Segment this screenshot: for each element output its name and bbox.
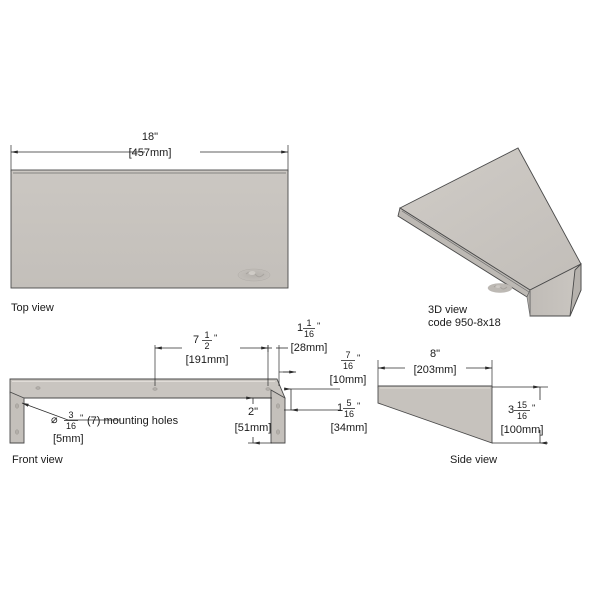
product-code-label: code 950-8x18 [428,317,501,329]
flange-thickness-metric: [10mm] [330,374,367,386]
hole-diameter-symbol: ⌀ [51,414,58,426]
dimension-side-depth: 8" [203mm] [377,348,493,388]
top-view-label: Top view [11,302,54,314]
hole-spacing-frac-den: 2 [204,341,209,351]
dimension-side-height: 3 15 16 " [100mm] [492,385,548,445]
side-height-unit: " [532,403,535,414]
leg-detail-frac-num: 5 [346,398,351,408]
dimension-end-offset: 1 1 16 " [28mm] [262,318,327,386]
front-view-label: Front view [12,454,63,466]
side-view-label: Side view [450,454,497,466]
hole-spacing-metric: [191mm] [186,354,229,366]
dimension-overall-length: 18" [457mm] [10,131,289,172]
hole-spacing-whole: 7 [193,334,199,346]
side-view-profile [377,385,493,444]
hole-diameter-frac-num: 3 [68,410,73,420]
front-view-group: 7 1 2 " [191mm] 1 1 16 " [28mm] [9,318,368,466]
side-depth-metric: [203mm] [414,364,457,376]
three-d-lower-edge [526,289,531,317]
dimension-leg-detail: 1 5 16 " [34mm] [284,387,368,434]
side-height-frac-den: 16 [517,411,527,421]
mounting-holes-note: ⌀ 3 16 " (7) mounting holes [5mm] [21,402,179,445]
front-view-mounting-holes [15,386,280,435]
hole-spacing-frac-num: 1 [204,330,209,340]
leg-height-metric: [51mm] [235,422,272,434]
overall-length-imperial: 18" [142,131,158,143]
dimension-hole-spacing: 7 1 2 " [191mm] [154,330,269,386]
dimension-flange-thickness: 7 16 " [10mm] [279,350,366,386]
flange-thickness-frac-den: 16 [343,361,353,371]
overall-length-metric: [457mm] [129,147,172,159]
end-offset-frac-den: 16 [304,329,314,339]
front-view-right-leg [270,389,286,444]
side-height-metric: [100mm] [501,424,544,436]
top-view-plate [10,169,289,289]
end-offset-frac-num: 1 [306,318,311,328]
leg-detail-unit: " [357,401,360,412]
top-view-group: 18" [457mm] Top view [10,131,289,314]
hole-count-note: (7) mounting holes [87,415,179,427]
hole-diameter-metric: [5mm] [53,433,84,445]
leg-detail-whole: 1 [337,402,343,414]
hole-diameter-frac-den: 16 [66,421,76,431]
side-height-whole: 3 [508,404,514,416]
three-d-right-face [569,262,582,317]
three-d-logo-emboss [487,283,513,293]
flange-thickness-unit: " [357,353,360,364]
side-depth-imperial: 8" [430,348,440,360]
leg-detail-metric: [34mm] [331,422,368,434]
brand-logo-emboss [237,268,271,282]
end-offset-whole: 1 [297,322,303,334]
leg-detail-frac-den: 16 [344,409,354,419]
front-view-left-leg [9,391,25,444]
hole-diameter-unit: " [80,413,83,424]
three-d-view-label: 3D view [428,304,467,316]
dimension-leg-height: 2" [51mm] [235,396,272,445]
side-height-frac-num: 15 [517,400,527,410]
end-offset-unit: " [317,321,320,332]
hole-spacing-unit: " [214,333,217,344]
flange-thickness-frac-num: 7 [345,350,350,360]
end-offset-metric: [28mm] [291,342,328,354]
side-view-group: 8" [203mm] 3 15 16 " [100mm] Side view [377,348,548,466]
leg-height-imperial: 2" [248,406,258,418]
three-d-view-group: 3D view code 950-8x18 [397,147,582,329]
